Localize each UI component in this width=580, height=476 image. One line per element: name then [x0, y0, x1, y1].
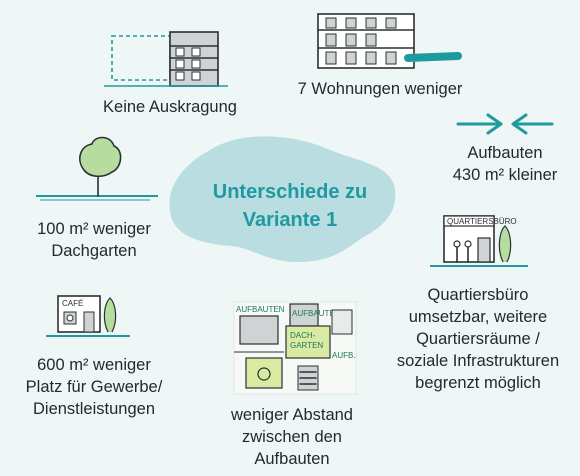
- apartments-icon: [317, 13, 462, 69]
- plan-label-garten: GARTEN: [290, 341, 323, 350]
- commerce-label-line-2: Platz für Gewerbe/: [25, 378, 163, 396]
- center-title-line-1: Unterschiede zu: [212, 181, 368, 203]
- distance-label-line-2: zwischen den: [242, 428, 342, 446]
- distance-label-line-3: Aufbauten: [254, 450, 330, 468]
- overhang-icon: [104, 31, 228, 87]
- cafe-icon: CAFÉ: [46, 295, 130, 337]
- overhang-label: Keine Auskragung: [103, 98, 237, 116]
- office-label: Quartiersbüro umsetzbar, weitere Quartie…: [378, 284, 578, 394]
- plan-label-aufb: AUFB.: [332, 351, 356, 360]
- roof-garden-label-line-2: Dachgarten: [51, 242, 137, 260]
- office-label-line-5: begrenzt möglich: [415, 374, 541, 392]
- office-label-line-2: umsetzbar, weitere: [408, 308, 548, 326]
- plan-label-aufbauten-2: AUFBAUTEN: [292, 309, 341, 318]
- office-label-line-3: Quartiersräume /: [416, 330, 540, 348]
- center-title-line-2: Variante 1: [242, 209, 338, 231]
- cafe-sign: CAFÉ: [62, 299, 83, 308]
- plan-label-aufbauten-1: AUFBAUTEN: [236, 305, 285, 314]
- office-sign: QUARTIERSBÜRO: [447, 217, 517, 226]
- tree-icon: [36, 136, 158, 201]
- office-label-line-4: soziale Infrastrukturen: [396, 352, 560, 370]
- center-title: Unterschiede zu Variante 1: [200, 178, 380, 234]
- roof-garden-label: 100 m² weniger Dachgarten: [14, 218, 174, 262]
- commerce-label-line-1: 600 m² weniger: [37, 356, 151, 374]
- structures-label-line-2: 430 m² kleiner: [452, 166, 558, 184]
- central-blob: [169, 136, 396, 262]
- roof-garden-label-line-1: 100 m² weniger: [37, 220, 151, 238]
- commerce-label-line-3: Dienstleistungen: [33, 400, 155, 418]
- commerce-label: 600 m² weniger Platz für Gewerbe/ Dienst…: [6, 354, 182, 420]
- office-icon: QUARTIERSBÜRO: [430, 215, 528, 267]
- arrows-icon: [456, 113, 554, 135]
- structures-label-line-1: Aufbauten: [467, 144, 543, 162]
- distance-label: weniger Abstand zwischen den Aufbauten: [204, 404, 380, 470]
- distance-label-line-1: weniger Abstand: [230, 406, 353, 424]
- office-label-line-1: Quartiersbüro: [427, 286, 529, 304]
- plan-label-dach: DACH-: [290, 331, 316, 340]
- structures-label: Aufbauten 430 m² kleiner: [440, 142, 570, 186]
- apartments-label: 7 Wohnungen weniger: [297, 80, 463, 98]
- site-plan-icon: AUFBAUTEN AUFBAUTEN DACH- GARTEN AUFB.: [233, 301, 357, 395]
